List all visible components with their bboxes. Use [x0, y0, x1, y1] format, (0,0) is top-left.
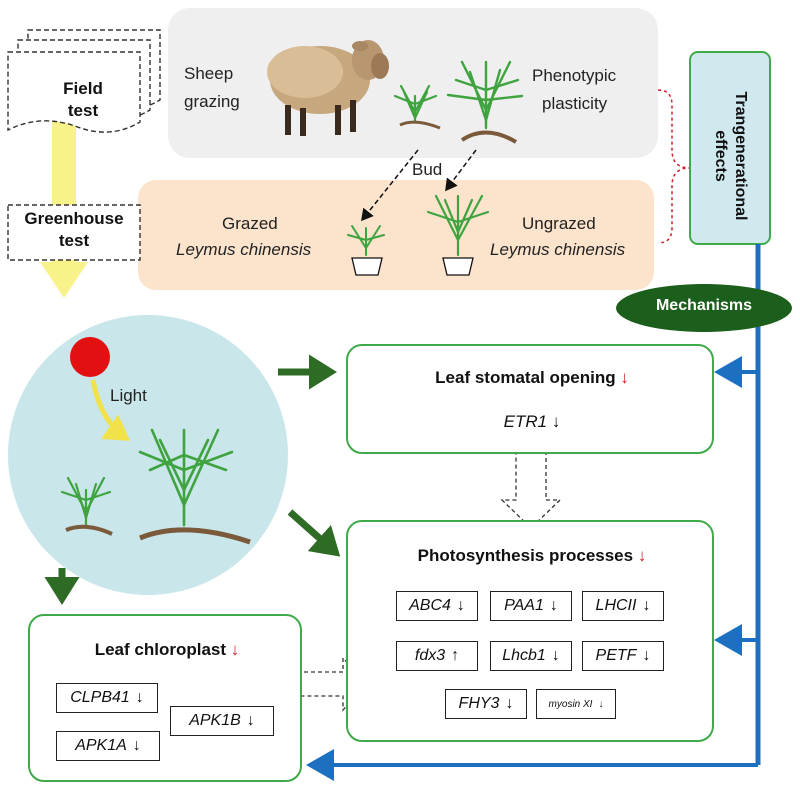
stomatal-title-arrow: ↓: [620, 368, 629, 387]
bud-label: Bud: [412, 160, 443, 179]
gene-paa1: PAA1↓: [490, 591, 572, 621]
sheep-icon: [267, 40, 389, 136]
ungrazed-label-2: Leymus chinensis: [490, 240, 626, 259]
gene-apk1a: APK1A↓: [56, 731, 160, 761]
stomatal-title-text: Leaf stomatal opening: [435, 368, 616, 387]
phenotypic-label-2: plasticity: [542, 94, 608, 113]
stomatal-opening-box: Leaf stomatal opening ↓ ETR1 ↓: [346, 344, 714, 454]
red-bracket: [657, 89, 691, 244]
phenotypic-label-1: Phenotypic: [532, 66, 617, 85]
sheep-grazing-label-2: grazing: [184, 92, 240, 111]
photosynthesis-title-arrow: ↓: [637, 546, 647, 565]
hollow-dashed-arrow-down: [500, 445, 562, 529]
photosynthesis-title-text: Photosynthesis processes: [417, 546, 634, 565]
ungrazed-label-1: Ungrazed: [522, 214, 596, 233]
grazed-label-2: Leymus chinensis: [176, 240, 312, 259]
transgenerational-label-1: Trangenerational: [732, 91, 749, 221]
greenhouse-test-label: Greenhouse test: [24, 209, 124, 250]
chloroplast-title-arrow: ↓: [230, 640, 240, 659]
light-arrow-icon: [90, 379, 131, 441]
gene-apk1b: APK1B↓: [170, 706, 274, 736]
etr1-name: ETR1: [503, 412, 548, 431]
gene-abc4: ABC4↓: [396, 591, 478, 621]
sun-icon: [70, 337, 110, 377]
bud-arrow-right: [445, 149, 477, 192]
stomatal-opening-title: Leaf stomatal opening ↓: [348, 368, 716, 388]
greenhouse-panel: [138, 180, 654, 290]
etr1-gene: ETR1 ↓: [348, 412, 716, 432]
gene-fhy3: FHY3↓: [445, 689, 527, 719]
chloroplast-title-text: Leaf chloroplast: [94, 640, 227, 659]
transgenerational-box: [689, 51, 771, 245]
ungrazed-pot-plant: [426, 194, 490, 257]
mechanisms-label: Mechanisms: [655, 297, 753, 314]
bud-arrow-left: [361, 149, 419, 222]
etr1-arrow: ↓: [551, 412, 561, 431]
large-plant-circle: [138, 428, 234, 527]
gene-lhcb1: Lhcb1↓: [490, 641, 572, 671]
large-plant-field: [446, 60, 524, 130]
photosynthesis-title: Photosynthesis processes ↓: [348, 546, 716, 566]
field-test-label: Field test: [63, 79, 103, 120]
greenhouse-test-box: [7, 204, 141, 261]
green-arrow-photosynthesis: [287, 509, 341, 557]
photosynthesis-box: Photosynthesis processes ↓: [346, 520, 714, 742]
small-plant-field: [393, 84, 438, 124]
transgenerational-label-2: effects: [712, 130, 729, 182]
gene-fdx3: fdx3↑: [396, 641, 478, 671]
gene-petf: PETF↓: [582, 641, 664, 671]
mechanisms-ellipse: [616, 284, 792, 332]
sheep-grazing-label-1: Sheep: [184, 64, 234, 83]
small-plant-circle: [60, 476, 112, 527]
light-label: Light: [110, 386, 147, 405]
chloroplast-title: Leaf chloroplast ↓: [30, 640, 304, 660]
field-test-document-icon: [7, 29, 161, 133]
gene-myosin-xi: myosin XI↓: [536, 689, 616, 719]
ungrazed-pot: [442, 257, 474, 276]
transgenerational-label: Trangenerational effects: [690, 52, 770, 244]
grazed-pot: [351, 257, 383, 276]
gene-clpb41: CLPB41↓: [56, 683, 158, 713]
grazed-label-1: Grazed: [222, 214, 278, 233]
grazed-pot-plant: [347, 225, 385, 256]
gene-lhcii: LHCII↓: [582, 591, 664, 621]
